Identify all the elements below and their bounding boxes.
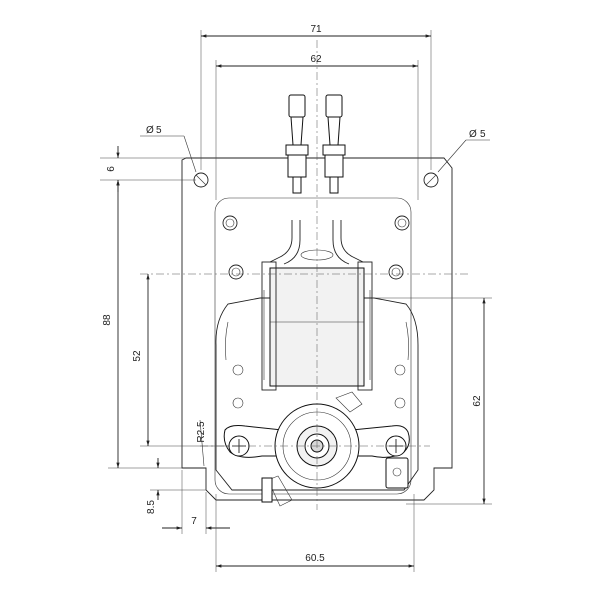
dim-corner-radius: R2.5 bbox=[196, 419, 207, 467]
dim-hole-left: Ø 5 bbox=[140, 125, 197, 173]
dim-overall-height: 88 bbox=[102, 180, 182, 469]
plate-holes bbox=[222, 215, 410, 409]
dim-hole-left-label: 5 bbox=[156, 125, 162, 136]
dim-motor-height: 52 bbox=[132, 274, 230, 447]
lug-connector bbox=[385, 457, 409, 489]
dim-hole-right: Ø 5 bbox=[437, 129, 490, 173]
terminal-right bbox=[322, 94, 346, 194]
dim-base-width-label: 60.5 bbox=[305, 553, 325, 564]
mounting-hole-left bbox=[193, 172, 209, 188]
dim-terminal-spacing-label: 62 bbox=[310, 54, 322, 65]
dim-terminal-spacing: 62 bbox=[215, 54, 419, 200]
dim-left-offset-label: 7 bbox=[191, 516, 197, 527]
dim-bottom-offset-label: 8.5 bbox=[146, 500, 157, 514]
dim-hole-right-label: 5 bbox=[480, 129, 486, 140]
dim-bottom-offset: 8.5 bbox=[146, 458, 206, 514]
dim-right-height: 62 bbox=[372, 297, 492, 505]
stator bbox=[215, 297, 419, 491]
dim-top-offset-label: 6 bbox=[106, 166, 117, 172]
dim-motor-height-label: 52 bbox=[132, 350, 143, 362]
dim-left-offset: 7 bbox=[162, 470, 230, 534]
dim-corner-radius-label: R2.5 bbox=[196, 421, 207, 443]
dim-hole-right-symbol: Ø bbox=[469, 129, 477, 140]
dim-right-height-label: 62 bbox=[472, 395, 483, 407]
dim-overall-height-label: 88 bbox=[102, 314, 113, 326]
lower-tab bbox=[261, 477, 273, 503]
dim-base-width: 60.5 bbox=[215, 494, 415, 572]
terminal-left bbox=[285, 94, 309, 194]
mounting-hole-right bbox=[423, 172, 439, 188]
dim-hole-left-symbol: Ø bbox=[146, 125, 154, 136]
dim-overall-width-label: 71 bbox=[310, 24, 322, 35]
dim-overall-width: 71 bbox=[200, 24, 432, 170]
center-lines bbox=[140, 40, 470, 510]
lead-wires bbox=[269, 220, 364, 265]
